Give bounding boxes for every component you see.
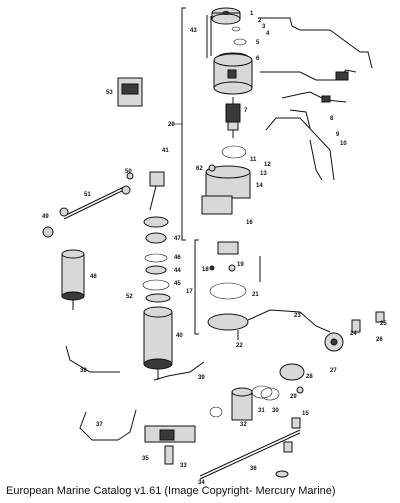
callout-48: 48 <box>90 274 97 280</box>
callout-35: 35 <box>142 456 149 462</box>
bracket-20 <box>172 7 186 241</box>
callout-43: 43 <box>190 28 197 34</box>
callout-27: 27 <box>330 368 337 374</box>
callout-20: 20 <box>168 122 175 128</box>
lower-assembly <box>144 385 301 480</box>
callout-24: 24 <box>350 331 357 337</box>
callout-46: 46 <box>174 255 181 261</box>
callout-22: 22 <box>236 343 243 349</box>
callout-36: 36 <box>250 466 257 472</box>
callout-2: 2 <box>258 18 262 24</box>
callout-5: 5 <box>256 40 260 46</box>
callout-31: 31 <box>258 408 265 414</box>
valve-stack <box>142 216 171 303</box>
callout-15: 15 <box>302 411 309 417</box>
callout-9: 9 <box>336 132 340 138</box>
callout-40: 40 <box>176 333 183 339</box>
callout-14: 14 <box>256 183 263 189</box>
callout-18: 18 <box>202 267 209 273</box>
callout-8: 8 <box>330 116 334 122</box>
motor-housing <box>213 53 253 95</box>
callout-17: 17 <box>186 289 193 295</box>
callout-44: 44 <box>174 268 181 274</box>
pump-body <box>201 145 251 215</box>
callout-28: 28 <box>306 374 313 380</box>
callout-51: 51 <box>84 192 91 198</box>
callout-34: 34 <box>198 480 205 486</box>
callout-39: 39 <box>198 375 205 381</box>
armature <box>225 97 241 138</box>
callout-47: 47 <box>174 236 181 242</box>
relay-box <box>117 77 143 107</box>
callout-13: 13 <box>260 171 267 177</box>
callout-7: 7 <box>244 108 248 114</box>
callout-6: 6 <box>256 56 260 62</box>
right-fittings <box>279 311 385 394</box>
callout-25: 25 <box>380 321 387 327</box>
callout-41: 41 <box>162 148 169 154</box>
callout-4: 4 <box>266 31 270 37</box>
wiring-harness <box>258 17 373 181</box>
motor-base-group <box>194 239 261 340</box>
callout-11: 11 <box>250 157 257 163</box>
cylinder-48 <box>61 249 85 310</box>
callout-26: 26 <box>376 337 383 343</box>
fitting-41 <box>121 171 165 211</box>
callout-45: 45 <box>174 281 181 287</box>
callout-12: 12 <box>264 162 271 168</box>
callout-52: 52 <box>126 294 133 300</box>
callout-3: 3 <box>262 24 266 30</box>
callout-23: 23 <box>294 313 301 319</box>
callout-50: 50 <box>125 169 132 175</box>
callout-1: 1 <box>250 11 254 17</box>
callout-33: 33 <box>180 463 187 469</box>
callout-38: 38 <box>80 368 87 374</box>
motor-cap-assembly <box>206 7 249 62</box>
callout-49: 49 <box>42 214 49 220</box>
callout-53: 53 <box>106 90 113 96</box>
callout-16: 16 <box>246 220 253 226</box>
callout-62: 62 <box>196 166 203 172</box>
cylinder-40 <box>143 306 173 380</box>
trim-rod-51 <box>42 185 127 238</box>
callout-labels: 1 2 3 4 5 6 7 8 9 10 11 12 13 14 15 16 1… <box>42 11 387 486</box>
callout-10: 10 <box>340 141 347 147</box>
callout-21: 21 <box>252 292 259 298</box>
callout-29: 29 <box>290 394 297 400</box>
hydraulic-lines <box>65 309 331 441</box>
callout-32: 32 <box>240 422 247 428</box>
image-caption: European Marine Catalog v1.61 (Image Cop… <box>6 485 336 497</box>
callout-30: 30 <box>272 408 279 414</box>
callout-19: 19 <box>237 262 244 268</box>
callout-37: 37 <box>96 422 103 428</box>
